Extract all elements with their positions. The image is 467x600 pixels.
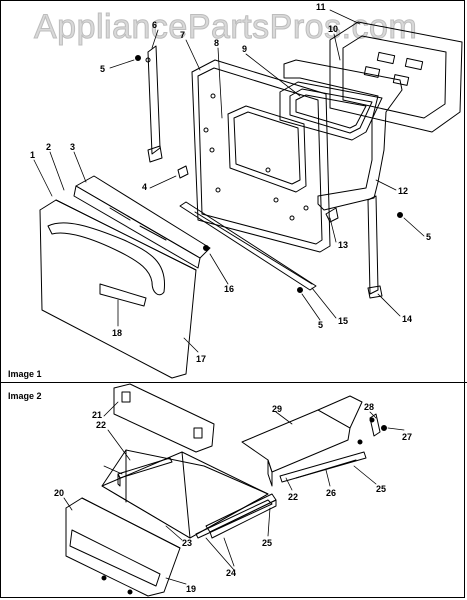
callout-7: 7 <box>180 30 185 40</box>
callout-25a: 25 <box>262 538 272 548</box>
callout-9: 9 <box>242 44 247 54</box>
part-hinge-right <box>367 195 383 299</box>
callout-labels-image-2: 20 21 22 23 19 24 25 29 22 26 25 28 27 <box>54 402 412 594</box>
part-bracket <box>369 413 387 437</box>
callout-5b: 5 <box>426 232 431 242</box>
callout-20: 20 <box>54 488 64 498</box>
callout-27: 27 <box>402 432 412 442</box>
callout-6: 6 <box>152 20 157 30</box>
callout-17: 17 <box>196 354 206 364</box>
part-spacer <box>177 165 189 179</box>
part-drawer-body <box>101 449 269 539</box>
callout-16: 16 <box>224 284 234 294</box>
part-drawer-back <box>113 383 215 453</box>
part-drawer-slide <box>205 493 277 539</box>
callout-2: 2 <box>46 142 51 152</box>
callout-22b: 22 <box>288 492 298 502</box>
callout-12: 12 <box>398 186 408 196</box>
part-drawer-front <box>65 497 181 597</box>
callout-18: 18 <box>112 328 122 338</box>
part-control-panel <box>73 175 211 269</box>
callout-29: 29 <box>272 404 282 414</box>
watermark-logo: AppliancePartsPros.com <box>33 8 418 47</box>
part-hinge-left <box>145 45 163 163</box>
part-clip <box>325 207 339 223</box>
callout-24: 24 <box>226 568 236 578</box>
callout-3: 3 <box>70 142 75 152</box>
callout-8: 8 <box>214 38 219 48</box>
part-drawer-rail-right <box>195 499 273 539</box>
section-label-image-1: Image 1 <box>8 369 42 379</box>
callout-1: 1 <box>30 150 35 160</box>
callout-28: 28 <box>364 402 374 412</box>
callout-26: 26 <box>326 488 336 498</box>
callout-5a: 5 <box>100 64 105 74</box>
section-divider <box>0 382 467 383</box>
callout-23: 23 <box>182 538 192 548</box>
leader-lines-image-1 <box>33 9 425 353</box>
part-drawer-rail-left <box>117 457 173 487</box>
section-label-image-2: Image 2 <box>8 391 42 401</box>
callout-22a: 22 <box>96 420 106 430</box>
callout-14: 14 <box>402 314 412 324</box>
callout-4: 4 <box>142 182 147 192</box>
part-drawer-liner <box>241 395 363 487</box>
callout-15: 15 <box>338 316 348 326</box>
part-window-frame <box>279 81 383 141</box>
callout-19: 19 <box>186 584 196 594</box>
part-outer-door <box>39 199 197 379</box>
callout-11: 11 <box>316 2 326 12</box>
callout-21: 21 <box>92 410 102 420</box>
part-bottom-trim <box>179 201 317 291</box>
callout-labels-image-1: 1 2 3 4 5 6 7 8 9 10 11 12 13 5 14 15 16… <box>30 2 431 364</box>
callout-5c: 5 <box>318 320 323 330</box>
part-lower-slide <box>279 451 367 483</box>
callout-13: 13 <box>338 240 348 250</box>
part-back-panel <box>329 21 463 133</box>
screws <box>135 55 403 293</box>
screws-image-2 <box>101 417 375 595</box>
part-inner-door-panel <box>191 59 331 253</box>
leader-lines-image-2 <box>63 401 405 585</box>
callout-10: 10 <box>328 24 338 34</box>
callout-25b: 25 <box>376 484 386 494</box>
